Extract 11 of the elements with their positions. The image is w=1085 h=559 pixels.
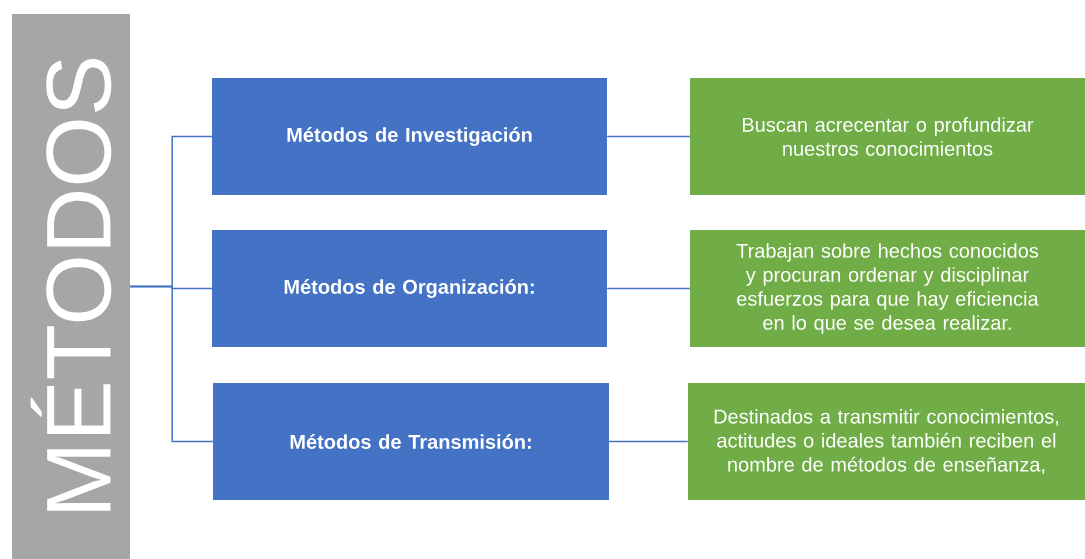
tree-connector xyxy=(129,285,214,443)
description-box: Trabajan sobre hechos conocidos y procuran ordenar y disciplinar esfuerzos para que hay eficiencia en lo que se desea realizar. xyxy=(690,230,1085,347)
band-title: MÉTODOS xyxy=(12,14,130,559)
connector-line xyxy=(606,135,691,138)
description-box: Buscan acrecentar o profundizar nuestros conocimientos xyxy=(690,78,1085,195)
method-box: Métodos de Investigación xyxy=(212,78,607,195)
method-box: Métodos de Transmisión: xyxy=(213,383,609,500)
connector-line xyxy=(606,287,691,290)
connector-line xyxy=(608,440,689,443)
method-box: Métodos de Organización: xyxy=(212,230,607,347)
description-box: Destinados a transmitir conocimientos, actitudes o ideales también reciben el nombre de métodos de enseñanza, xyxy=(688,383,1085,500)
